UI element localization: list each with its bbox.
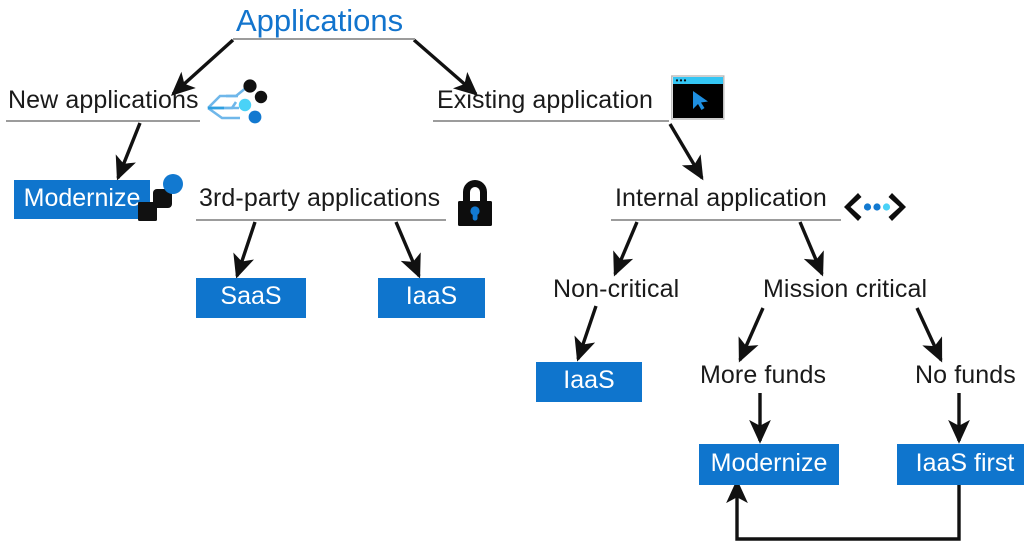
padlock-icon <box>453 178 501 228</box>
outcome-modernize-more-funds[interactable]: Modernize <box>699 444 839 485</box>
node-more-funds: More funds <box>700 361 827 389</box>
node-existing-application: Existing application <box>437 86 654 114</box>
edge-new-applications-to-modernize <box>115 122 142 181</box>
edge-existing-to-internal <box>668 123 704 181</box>
edge-internal-to-non-critical <box>613 221 639 277</box>
edge-iaas-first-to-modernize-loop <box>726 476 961 541</box>
edge-mission-critical-to-no-funds <box>915 307 943 363</box>
page-title: Applications <box>236 3 404 38</box>
existing-application-underline <box>433 120 669 122</box>
edge-non-critical-to-iaas <box>574 305 598 362</box>
node-mission-critical: Mission critical <box>763 275 928 303</box>
code-brackets-icon <box>843 191 907 223</box>
node-non-critical: Non-critical <box>553 275 680 303</box>
node-internal-application: Internal application <box>615 184 827 212</box>
new-applications-underline <box>6 120 200 122</box>
outcome-iaas-non-critical[interactable]: IaaS <box>536 362 642 402</box>
node-new-applications: New applications <box>8 86 199 114</box>
app-window-cursor-icon <box>671 75 726 123</box>
edge-mission-critical-to-more-funds <box>738 307 765 363</box>
edge-3rd-party-to-saas <box>233 221 257 279</box>
outcome-iaas-first[interactable]: IaaS first <box>897 444 1024 485</box>
modernize-blocks-icon <box>134 172 186 224</box>
node-3rd-party-applications: 3rd-party applications <box>199 184 441 212</box>
edge-internal-to-mission-critical <box>798 221 824 277</box>
root-underline <box>233 38 415 40</box>
3rd-party-underline <box>196 219 446 221</box>
outcome-iaas-3rd-party[interactable]: IaaS <box>378 278 485 318</box>
node-no-funds: No funds <box>915 361 1016 389</box>
outcome-modernize-new[interactable]: Modernize <box>14 180 150 219</box>
outcome-saas[interactable]: SaaS <box>196 278 306 318</box>
edge-3rd-party-to-iaas <box>394 221 421 279</box>
branch-nodes-icon <box>206 78 268 128</box>
internal-application-underline <box>611 219 841 221</box>
